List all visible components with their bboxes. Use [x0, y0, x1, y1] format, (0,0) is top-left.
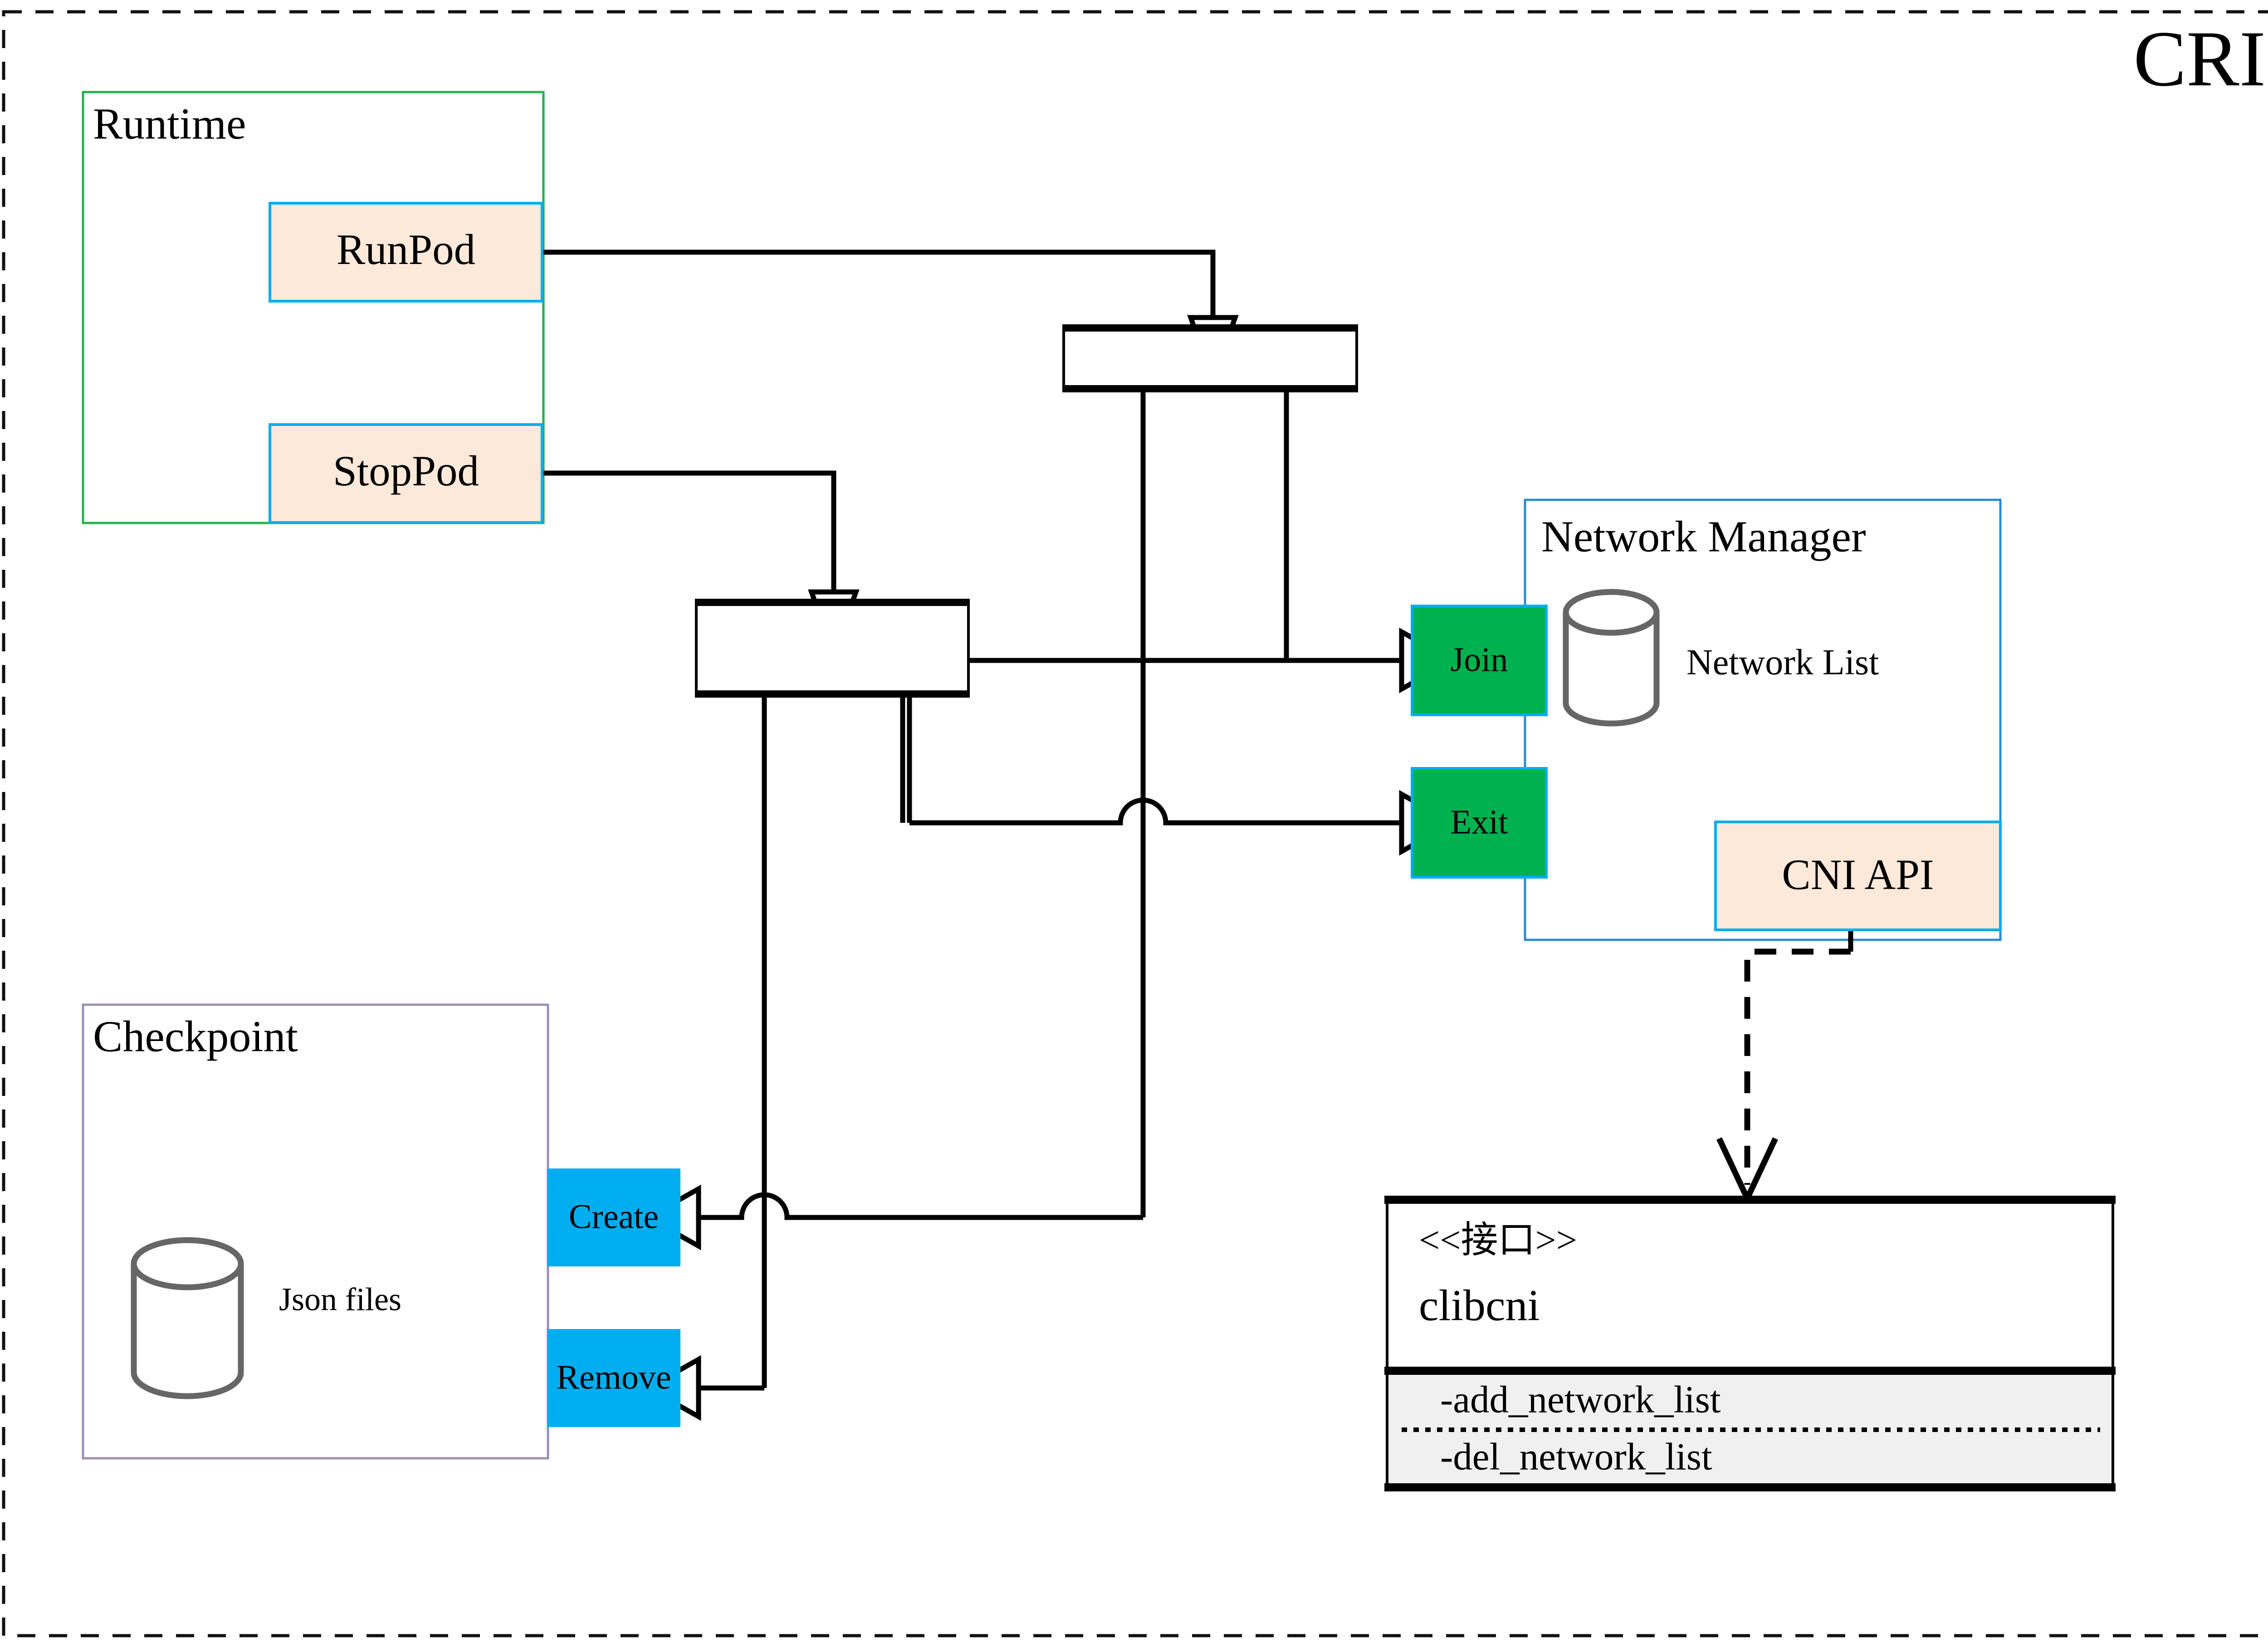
edge-to-exit [909, 797, 1402, 826]
edge-stoppod-to-lower-bar [543, 470, 836, 592]
edge-to-create [699, 1192, 1143, 1220]
node-stoppod-label: StopPod [333, 447, 479, 495]
edge-cniapi-to-clibcni-dashed [1744, 948, 1851, 1185]
node-exit-box[interactable] [1411, 767, 1548, 879]
diagram-title: CRI [2133, 15, 2266, 103]
node-runpod-label: RunPod [337, 225, 475, 274]
clibcni-name: clibcni [1419, 1281, 1540, 1330]
node-runpod-box[interactable] [269, 202, 543, 303]
network-list-cylinder-icon [1563, 589, 1660, 727]
network-list-label: Network List [1686, 642, 1879, 682]
node-stoppod-box[interactable] [269, 423, 543, 524]
node-cni-api-box[interactable] [1714, 821, 2002, 931]
node-cni-api-label: CNI API [1782, 850, 1934, 899]
connector-lines [543, 249, 1853, 1391]
edge-runpod-to-upper-bar [543, 249, 1216, 318]
outer-frame [2, 10, 2268, 1637]
json-files-cylinder-icon [131, 1237, 244, 1399]
clibcni-method-1: -del_network_list [1440, 1436, 1712, 1478]
clibcni-interface-class[interactable] [1384, 1196, 2116, 1491]
node-exit-label: Exit [1451, 803, 1508, 841]
node-remove-label: Remove [556, 1358, 671, 1396]
json-files-label: Json files [279, 1281, 401, 1318]
clibcni-method-0: -add_network_list [1440, 1378, 1721, 1421]
node-create-label: Create [569, 1197, 659, 1236]
fork-bar-upper [1062, 324, 1358, 392]
node-join-label: Join [1451, 640, 1508, 679]
runtime-group-label: Runtime [93, 99, 246, 148]
node-remove-box[interactable] [547, 1329, 680, 1427]
node-join-box[interactable] [1411, 605, 1548, 716]
node-create-box[interactable] [547, 1168, 680, 1266]
clibcni-stereotype: <<接口>> [1419, 1219, 1577, 1261]
checkpoint-group-label: Checkpoint [93, 1012, 298, 1061]
network-manager-group-label: Network Manager [1541, 512, 1866, 561]
fork-bar-lower [695, 599, 970, 698]
edge-upper-bar-leg-right [907, 391, 1289, 823]
